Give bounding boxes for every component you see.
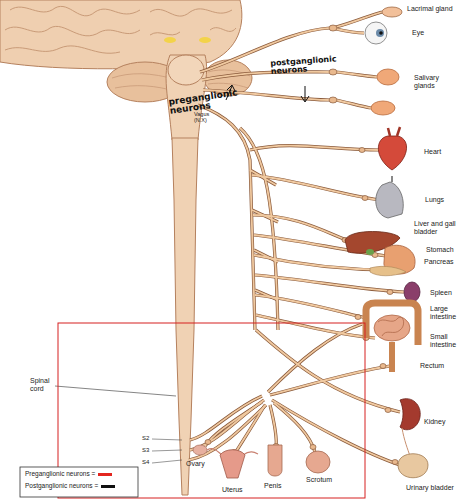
organ-label: Stomach — [426, 246, 454, 254]
nerve-label: Vagus (N.X) — [194, 111, 220, 123]
organ-label: Eye — [412, 29, 424, 37]
organ-label: Scrotum — [306, 476, 332, 484]
organ-label: Uterus — [222, 486, 243, 494]
segment-label: S2 — [142, 435, 149, 442]
legend-text: Postganglionic neurons = — [25, 482, 98, 489]
organ-label: Spleen — [430, 289, 452, 297]
organ-label: Heart — [424, 148, 441, 156]
organ-label: Rectum — [420, 362, 444, 370]
organ-label: Penis — [264, 482, 282, 490]
legend-text: Preganglionic neurons = — [25, 470, 95, 477]
organ-label: Liver and gall bladder — [414, 220, 462, 236]
legend-entry: Postganglionic neurons = — [25, 482, 115, 489]
organ-label: Kidney — [424, 418, 445, 426]
organ-label: Small intestine — [430, 333, 466, 349]
legend-swatch — [101, 485, 115, 488]
organ-label: Large intestine — [430, 305, 466, 321]
legend-swatch — [98, 473, 112, 476]
organ-label: Urinary bladder — [406, 484, 454, 492]
segment-label: S4 — [142, 459, 149, 466]
segment-label: S3 — [142, 447, 149, 454]
structure-label: Spinal cord — [30, 377, 60, 393]
legend-entry: Preganglionic neurons = — [25, 470, 112, 477]
organ-label: Pancreas — [424, 258, 454, 266]
organ-label: Ovary — [186, 460, 205, 468]
organ-label: Lungs — [425, 196, 444, 204]
organ-label: Lacrimal gland — [407, 5, 453, 13]
organ-label: Salivary glands — [414, 74, 454, 90]
